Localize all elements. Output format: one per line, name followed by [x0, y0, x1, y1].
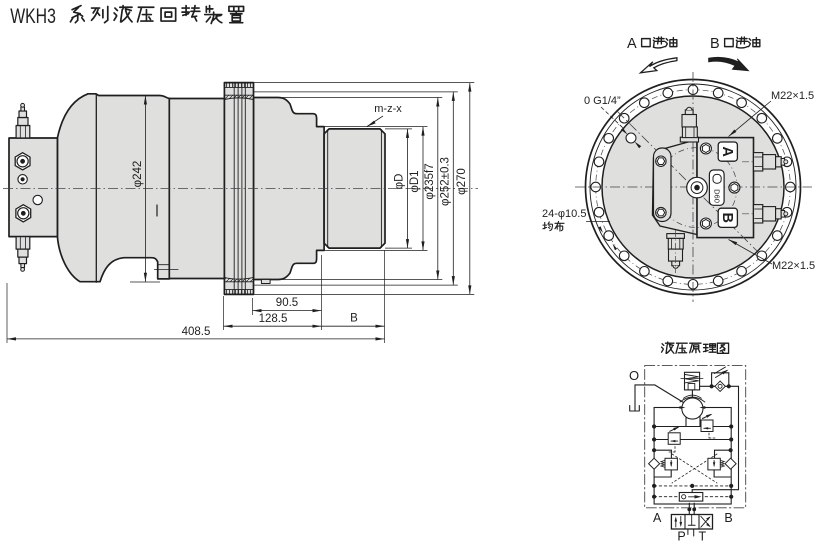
svg-text:φD: φD [394, 174, 406, 190]
svg-text:M22×1.5: M22×1.5 [772, 260, 815, 272]
svg-text:φ235f7: φ235f7 [424, 163, 436, 199]
svg-text:O: O [629, 368, 639, 383]
svg-text:T: T [698, 530, 706, 544]
svg-text:B: B [350, 313, 358, 325]
svg-text:A: A [653, 511, 662, 525]
svg-text:408.5: 408.5 [182, 326, 211, 338]
svg-text:φD1: φD1 [409, 170, 421, 192]
svg-text:90.5: 90.5 [276, 297, 298, 309]
svg-text:128.5: 128.5 [259, 313, 288, 325]
svg-text:A: A [719, 146, 735, 157]
svg-text:B: B [724, 511, 732, 525]
svg-text:B: B [710, 36, 720, 52]
svg-text:φ242: φ242 [132, 161, 144, 188]
svg-text:φ270: φ270 [456, 168, 468, 195]
svg-text:D60: D60 [713, 189, 722, 203]
svg-text:P: P [677, 530, 685, 544]
svg-text:24-φ10.5: 24-φ10.5 [542, 208, 586, 220]
svg-text:A: A [627, 36, 637, 52]
svg-text:φ252±0.3: φ252±0.3 [439, 157, 451, 206]
svg-text:WKH3: WKH3 [10, 3, 56, 28]
svg-text:0 G1/4”: 0 G1/4” [584, 95, 621, 107]
svg-text:m-z-x: m-z-x [374, 103, 402, 115]
svg-text:M22×1.5: M22×1.5 [771, 90, 814, 102]
svg-text:B: B [719, 213, 735, 223]
